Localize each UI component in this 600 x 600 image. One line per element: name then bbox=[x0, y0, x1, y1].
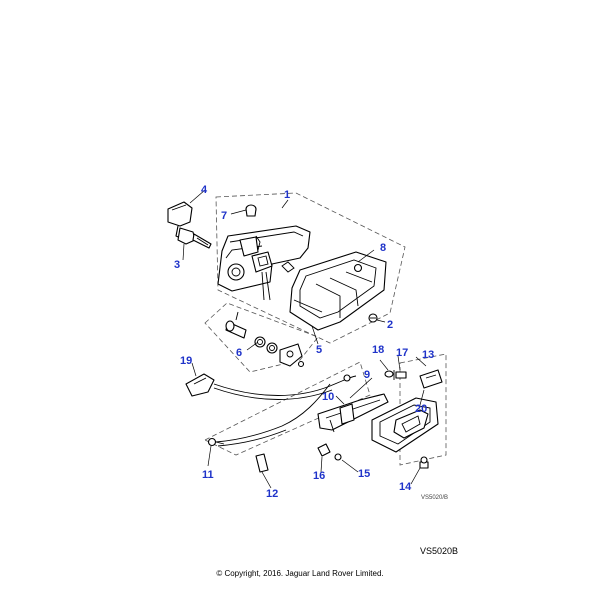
diagram-reference: VS5020B bbox=[420, 546, 459, 556]
leader-lines bbox=[182, 189, 427, 489]
cable-clip-part bbox=[185, 373, 215, 397]
callout-20: 20 bbox=[415, 403, 427, 415]
key-part bbox=[177, 227, 212, 249]
callout-7: 7 bbox=[221, 210, 227, 222]
washer-part bbox=[384, 370, 394, 378]
callout-8: 8 bbox=[380, 242, 386, 254]
callout-13: 13 bbox=[422, 349, 434, 361]
assembly-outline-cable bbox=[204, 361, 371, 456]
interior-handle-part bbox=[317, 393, 389, 433]
lock-barrel-part bbox=[225, 311, 305, 368]
callout-16: 16 bbox=[313, 470, 325, 482]
callout-2: 2 bbox=[387, 319, 393, 331]
screw-part bbox=[368, 313, 378, 323]
callout-17: 17 bbox=[396, 347, 408, 359]
bush-part bbox=[245, 204, 257, 217]
callout-numbers: 4 1 7 3 8 2 5 6 19 18 17 13 9 10 20 11 1… bbox=[174, 184, 434, 500]
door-handle-body-part bbox=[217, 225, 311, 301]
bracket-part bbox=[317, 443, 331, 457]
bezel-screw-part bbox=[393, 370, 407, 380]
assembly-outline-upper bbox=[215, 192, 406, 344]
drawing-code: VS5020/B bbox=[421, 495, 448, 501]
callout-6: 6 bbox=[236, 347, 242, 359]
cable-end-fitting-part bbox=[207, 437, 225, 447]
release-cable-part bbox=[213, 374, 357, 447]
copyright-notice: © Copyright, 2016. Jaguar Land Rover Lim… bbox=[216, 569, 384, 578]
callout-19: 19 bbox=[180, 355, 192, 367]
callout-11: 11 bbox=[202, 469, 214, 481]
callout-4: 4 bbox=[201, 184, 208, 196]
callout-18: 18 bbox=[372, 344, 384, 356]
callout-14: 14 bbox=[399, 481, 412, 493]
callout-10: 10 bbox=[322, 391, 334, 403]
callout-9: 9 bbox=[364, 369, 370, 381]
handle-bezel-part bbox=[371, 397, 439, 453]
assembly-outline-lock bbox=[204, 302, 319, 373]
callout-12: 12 bbox=[266, 488, 278, 500]
gasket-frame-part bbox=[289, 251, 387, 331]
escutcheon-part bbox=[419, 369, 443, 389]
callout-5: 5 bbox=[316, 344, 322, 356]
callout-1: 1 bbox=[284, 189, 290, 201]
small-screw-part bbox=[334, 453, 342, 461]
bezel-fixing-screw-part bbox=[419, 456, 429, 469]
callout-15: 15 bbox=[358, 468, 370, 480]
callout-3: 3 bbox=[174, 259, 180, 271]
rod-clip-part bbox=[255, 453, 269, 473]
